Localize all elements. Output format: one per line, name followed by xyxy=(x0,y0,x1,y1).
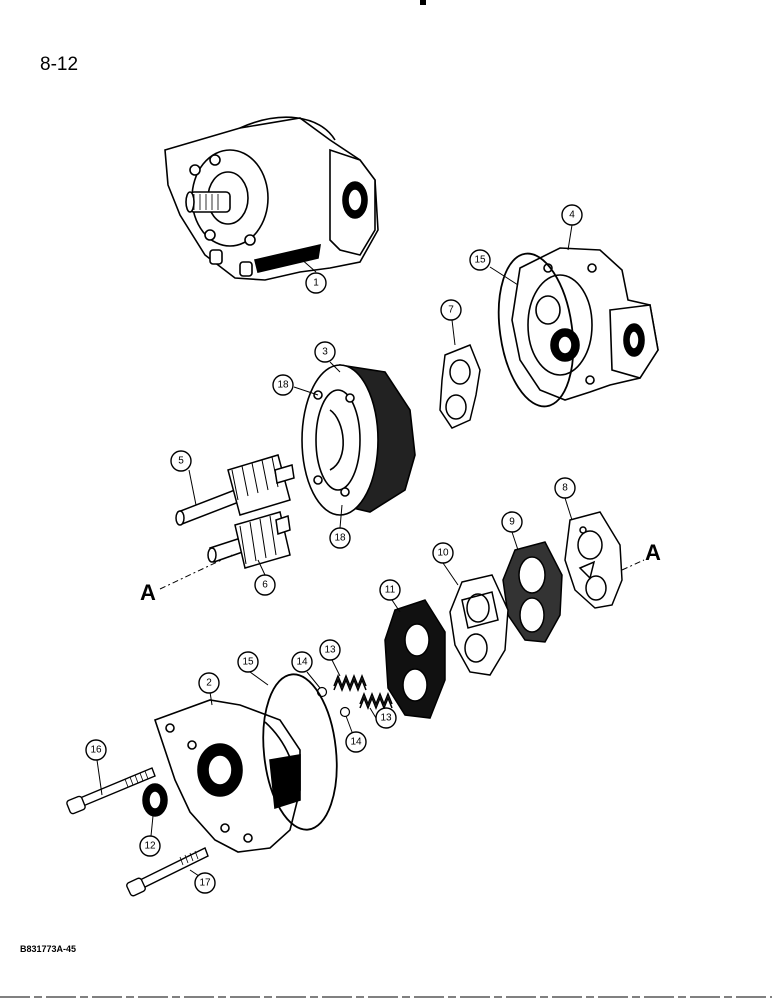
callout-14-lower: 14 xyxy=(345,731,367,753)
leader-lines xyxy=(96,224,573,881)
svg-text:10: 10 xyxy=(437,548,449,559)
svg-text:6: 6 xyxy=(262,580,268,591)
assembled-pump xyxy=(164,116,379,281)
callout-6: 6 xyxy=(254,574,276,596)
callout-12: 12 xyxy=(139,835,161,857)
svg-text:12: 12 xyxy=(144,841,156,852)
seal-carrier xyxy=(384,599,446,719)
svg-text:14: 14 xyxy=(350,737,362,748)
svg-text:17: 17 xyxy=(199,878,211,889)
callout-2: 2 xyxy=(198,672,220,694)
callout-5: 5 xyxy=(170,450,192,472)
check-ball-lower xyxy=(339,706,351,718)
callout-3: 3 xyxy=(314,341,336,363)
svg-text:4: 4 xyxy=(569,210,575,221)
bolt-long xyxy=(66,767,156,815)
svg-text:15: 15 xyxy=(242,657,254,668)
figure-code: B831773A-45 xyxy=(20,944,77,954)
wear-plate xyxy=(564,511,623,609)
drive-gear-shaft xyxy=(175,454,295,526)
callout-15-upper: 15 xyxy=(469,249,491,271)
seal-nine xyxy=(502,541,563,643)
callout-7: 7 xyxy=(440,299,462,321)
callout-15-lower: 15 xyxy=(237,651,259,673)
driven-gear-shaft xyxy=(207,511,291,569)
callout-18-lower: 18 xyxy=(329,527,351,549)
springs xyxy=(333,673,393,711)
svg-text:18: 18 xyxy=(334,533,346,544)
svg-text:13: 13 xyxy=(324,645,336,656)
bolt-short xyxy=(126,847,209,897)
seal-ring-lower xyxy=(262,673,338,831)
section-marker-right: A xyxy=(645,540,661,565)
svg-text:13: 13 xyxy=(380,713,392,724)
svg-text:18: 18 xyxy=(277,380,289,391)
callout-13-upper: 13 xyxy=(319,639,341,661)
callout-10: 10 xyxy=(432,542,454,564)
callout-8: 8 xyxy=(554,477,576,499)
callout-13-lower: 13 xyxy=(375,707,397,729)
svg-text:8: 8 xyxy=(562,483,568,494)
svg-text:16: 16 xyxy=(90,745,102,756)
gasket-plate-upper xyxy=(439,344,481,429)
svg-text:15: 15 xyxy=(474,255,486,266)
callout-16: 16 xyxy=(85,739,107,761)
callout-17: 17 xyxy=(194,872,216,894)
svg-text:11: 11 xyxy=(385,585,396,596)
page-number: 8-12 xyxy=(40,54,79,75)
svg-text:9: 9 xyxy=(509,517,515,528)
shaft-seal xyxy=(142,783,168,817)
front-housing xyxy=(153,699,301,853)
svg-text:5: 5 xyxy=(178,456,184,467)
top-edge-mark xyxy=(420,0,426,5)
svg-text:7: 7 xyxy=(448,305,454,316)
seal-ring-upper xyxy=(497,252,575,408)
callout-18-upper: 18 xyxy=(272,374,294,396)
gear-body xyxy=(301,364,416,516)
rear-housing xyxy=(511,247,659,401)
callout-4: 4 xyxy=(561,204,583,226)
section-marker-left: A xyxy=(140,580,156,605)
callout-14-upper: 14 xyxy=(291,651,313,673)
svg-text:1: 1 xyxy=(313,278,319,289)
callout-9: 9 xyxy=(501,511,523,533)
svg-text:3: 3 xyxy=(322,347,328,358)
svg-text:14: 14 xyxy=(296,657,308,668)
section-a-line-left xyxy=(159,554,233,590)
svg-text:2: 2 xyxy=(206,678,212,689)
callout-1: 1 xyxy=(305,272,327,294)
backup-plate xyxy=(449,574,509,676)
callout-11: 11 xyxy=(379,579,401,601)
section-a-line-right xyxy=(621,559,645,571)
